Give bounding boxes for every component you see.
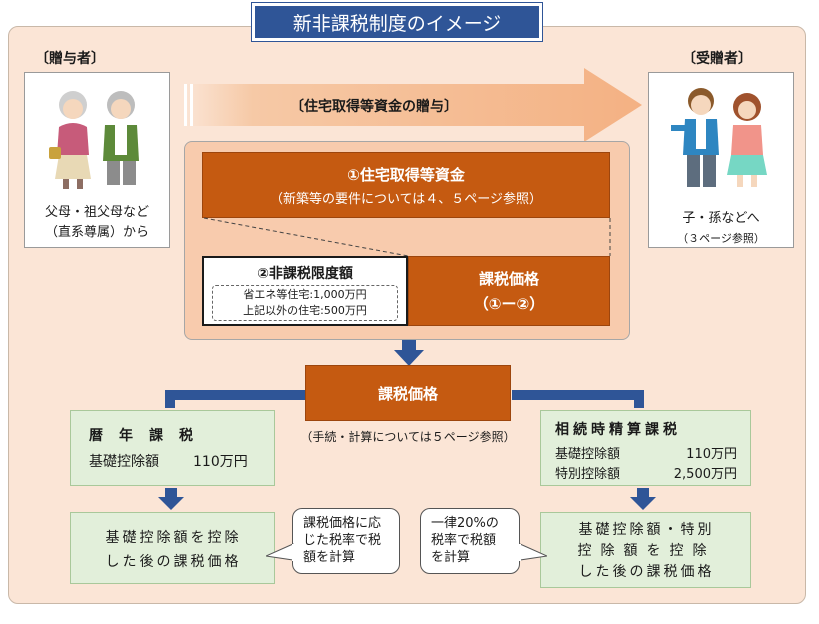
housing-funds-note: （新築等の要件については４、５ページ参照） — [269, 191, 543, 207]
donor-role-label: 〔贈与者〕 — [35, 51, 105, 67]
grandparents-illustration — [49, 91, 139, 189]
down-arrow-right-icon — [630, 488, 656, 510]
donor-box: 父母・祖父母など （直系尊属）から — [24, 72, 170, 248]
exemption-limit-line2: 上記以外の住宅:500万円 — [243, 304, 367, 317]
donor-caption-line2: （直系尊属）から — [44, 225, 149, 240]
result-right-line3: した後の課税価格 — [578, 564, 715, 580]
result-left-line2: した後の課税価格 — [105, 554, 242, 570]
housing-funds-box: ①住宅取得等資金 （新築等の要件については４、５ページ参照） — [202, 152, 610, 218]
taxable-center-note: （手続・計算については５ページ参照） — [300, 430, 516, 444]
taxable-center-title: 課税価格 — [377, 384, 438, 403]
couple-illustration — [671, 88, 767, 187]
bubble-left: 課税価格に応 じた税率で税 額を計算 — [292, 508, 400, 574]
result-right-line1: 基礎控除額・特別 — [578, 522, 715, 538]
result-left-line1: 基礎控除額を控除 — [105, 530, 242, 546]
bubble-right-line2: 税率で税額 — [431, 533, 497, 548]
calendar-tax-title: 暦 年 課 税 — [89, 428, 194, 444]
result-left-box: 基礎控除額を控除 した後の課税価格 — [70, 512, 275, 584]
settlement-basic-value: 110万円 — [686, 447, 737, 462]
calendar-tax-deduction-label: 基礎控除額 — [89, 454, 159, 470]
recipient-role-label: 〔受贈者〕 — [682, 51, 752, 67]
down-arrow-icon — [394, 340, 424, 366]
settlement-special-value: 2,500万円 — [673, 467, 737, 482]
branch-line-left-drop — [165, 390, 175, 408]
diagram-title: 新非課税制度のイメージ — [251, 2, 543, 42]
result-right-box: 基礎控除額・特別 控除額を控除 した後の課税価格 — [540, 512, 751, 588]
settlement-basic-label: 基礎控除額 — [555, 447, 621, 462]
bubble-right-line1: 一律20%の — [431, 516, 499, 531]
bubble-right-tail — [517, 543, 547, 561]
recipient-box: 子・孫などへ （３ページ参照） — [648, 72, 794, 248]
bubble-left-line3: 額を計算 — [303, 550, 356, 565]
bubble-left-tail — [266, 543, 296, 561]
taxable-center-box: 課税価格 — [305, 365, 511, 421]
taxable-inner-formula: （①ー②） — [473, 295, 545, 313]
gift-arrow — [184, 68, 642, 142]
down-arrow-left-icon — [158, 488, 184, 510]
exemption-limit-box: ②非課税限度額 省エネ等住宅:1,000万円 上記以外の住宅:500万円 — [202, 256, 408, 326]
settlement-tax-title: 相続時精算課税 — [555, 422, 681, 438]
gift-arrow-label: 〔住宅取得等資金の贈与〕 — [290, 99, 458, 115]
branch-line-left — [165, 390, 307, 400]
calendar-tax-deduction-value: 110万円 — [193, 454, 248, 470]
exemption-limit-line1: 省エネ等住宅:1,000万円 — [243, 288, 367, 301]
bubble-left-line1: 課税価格に応 — [303, 516, 382, 531]
settlement-special-label: 特別控除額 — [555, 467, 621, 482]
settlement-tax-box: 相続時精算課税 基礎控除額 110万円 特別控除額 2,500万円 — [540, 410, 751, 486]
recipient-caption-line2: （３ページ参照） — [677, 232, 765, 245]
branch-line-right-drop — [634, 390, 644, 408]
result-right-line2: 控除額を控除 — [577, 543, 716, 559]
split-guide-lines — [203, 217, 611, 257]
calendar-tax-box: 暦 年 課 税 基礎控除額 110万円 — [70, 410, 275, 486]
taxable-inner-title: 課税価格 — [478, 270, 539, 288]
bubble-left-line2: じた税率で税 — [303, 533, 382, 548]
taxable-inner-box: 課税価格 （①ー②） — [408, 256, 610, 326]
exemption-limit-detail: 省エネ等住宅:1,000万円 上記以外の住宅:500万円 — [212, 285, 398, 321]
bubble-right-line3: を計算 — [431, 550, 471, 565]
housing-funds-title: ①住宅取得等資金 — [347, 165, 465, 184]
branch-line-right — [512, 390, 644, 400]
donor-caption-line1: 父母・祖父母など — [44, 205, 149, 220]
exemption-limit-title: ②非課税限度額 — [257, 266, 353, 282]
recipient-caption-line1: 子・孫などへ — [682, 211, 760, 226]
bubble-right: 一律20%の 税率で税額 を計算 — [420, 508, 520, 574]
